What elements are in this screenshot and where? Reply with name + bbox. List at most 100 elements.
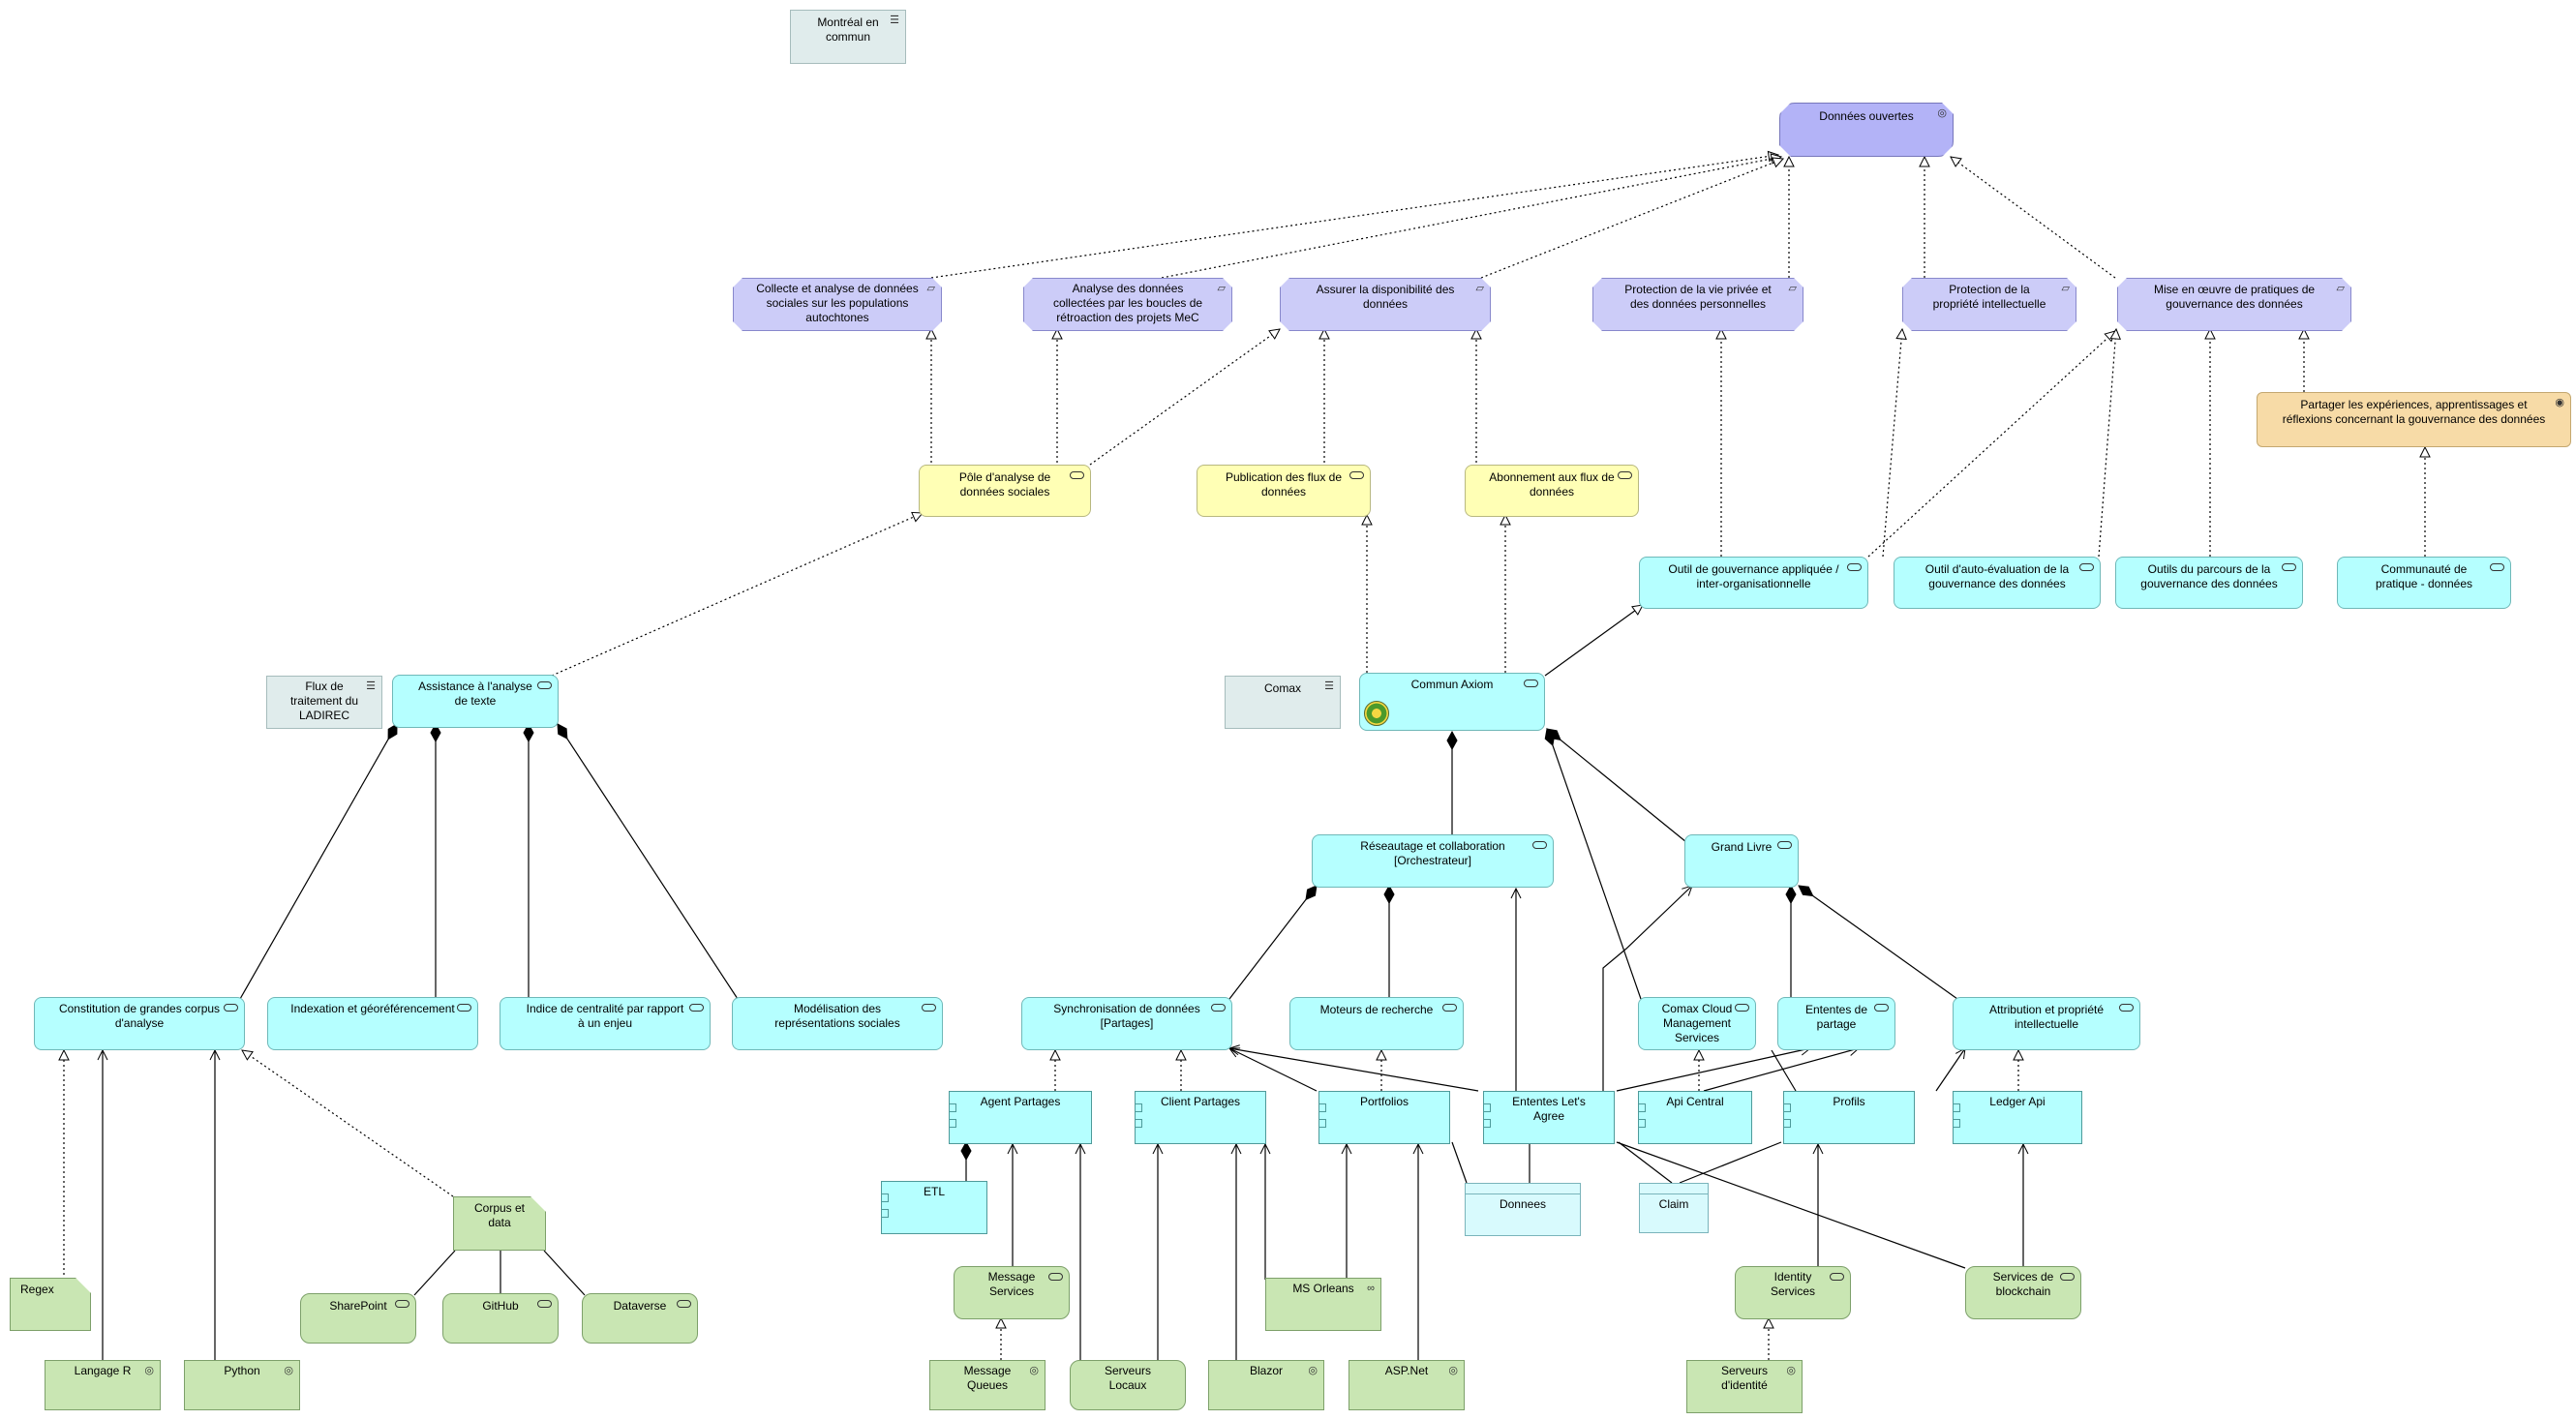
requirement-disponibilite[interactable]: Assurer la disponibilité des données ▱ bbox=[1280, 278, 1491, 331]
ms-orleans-label: MS Orleans bbox=[1292, 1282, 1354, 1295]
dataverse-label: Dataverse bbox=[613, 1299, 667, 1313]
course-of-action-partager[interactable]: Partager les expériences, apprentissages… bbox=[2257, 392, 2571, 447]
service-reseautage[interactable]: Réseautage et collaboration [Orchestrate… bbox=[1312, 834, 1554, 888]
component-client-partages[interactable]: Client Partages bbox=[1135, 1091, 1266, 1144]
requirement-analyse[interactable]: Analyse des données collectées par les b… bbox=[1023, 278, 1232, 331]
service-constitution-corpus[interactable]: Constitution de grandes corpus d'analyse bbox=[34, 997, 245, 1050]
api-central-label: Api Central bbox=[1666, 1095, 1724, 1108]
grouping-montreal-en-commun[interactable]: Montréal en commun ☰ bbox=[790, 10, 906, 64]
portfolios-label: Portfolios bbox=[1359, 1095, 1409, 1108]
service-modelisation[interactable]: Modélisation des représentations sociale… bbox=[732, 997, 943, 1050]
system-software-langage-r[interactable]: Langage R ◎ bbox=[45, 1360, 161, 1410]
requirement-vie-privee[interactable]: Protection de la vie privée et des donné… bbox=[1592, 278, 1803, 331]
indexation-label: Indexation et géoréférencement bbox=[290, 1002, 455, 1015]
realization-line bbox=[1544, 605, 1643, 677]
component-icon bbox=[950, 1119, 956, 1128]
requirement-propriete[interactable]: Protection de la propriété intellectuell… bbox=[1902, 278, 2076, 331]
ledger-api-label: Ledger Api bbox=[1989, 1095, 2046, 1108]
system-software-blazor[interactable]: Blazor ◎ bbox=[1208, 1360, 1324, 1410]
service-icon bbox=[1070, 471, 1084, 479]
system-software-message-queues[interactable]: Message Queues ◎ bbox=[929, 1360, 1046, 1410]
association-line bbox=[1451, 1141, 1468, 1184]
service-indexation[interactable]: Indexation et géoréférencement bbox=[267, 997, 478, 1050]
realization-line bbox=[1161, 157, 1781, 279]
component-etl[interactable]: ETL bbox=[881, 1181, 987, 1234]
tech-service-serveurs-locaux[interactable]: Serveurs Locaux bbox=[1070, 1360, 1186, 1410]
service-assistance-texte[interactable]: Assistance à l'analyse de texte bbox=[392, 675, 559, 728]
collaboration-ms-orleans[interactable]: MS Orleans ∞ bbox=[1265, 1278, 1381, 1331]
message-services-label: Message Services bbox=[987, 1270, 1036, 1298]
service-abonnement[interactable]: Abonnement aux flux de données bbox=[1465, 465, 1639, 517]
serving-line bbox=[1602, 886, 1692, 1091]
component-api-central[interactable]: Api Central bbox=[1638, 1091, 1752, 1144]
service-attribution[interactable]: Attribution et propriété intellectuelle bbox=[1953, 997, 2140, 1050]
system-software-icon: ◎ bbox=[1029, 1365, 1039, 1376]
langage-r-label: Langage R bbox=[74, 1364, 132, 1377]
component-icon bbox=[1954, 1103, 1960, 1112]
tech-service-message-services[interactable]: Message Services bbox=[954, 1266, 1070, 1319]
system-software-python[interactable]: Python ◎ bbox=[184, 1360, 300, 1410]
service-outil-gouvernance[interactable]: Outil de gouvernance appliquée / inter-o… bbox=[1639, 557, 1868, 609]
service-commun-axiom[interactable]: Commun Axiom bbox=[1359, 673, 1545, 731]
serving-line bbox=[1616, 1048, 1810, 1092]
system-software-aspnet[interactable]: ASP.Net ◎ bbox=[1349, 1360, 1465, 1410]
flux-ladirec-label: Flux de traitement du LADIREC bbox=[289, 680, 359, 722]
req-collecte-label: Collecte et analyse de données sociales … bbox=[756, 282, 919, 324]
tech-service-github[interactable]: GitHub bbox=[442, 1293, 559, 1344]
req-vie-privee-label: Protection de la vie privée et des donné… bbox=[1624, 283, 1772, 311]
service-icon bbox=[1874, 1004, 1889, 1012]
requirement-collecte[interactable]: Collecte et analyse de données sociales … bbox=[733, 278, 942, 331]
component-icon bbox=[1136, 1103, 1142, 1112]
component-portfolios[interactable]: Portfolios bbox=[1318, 1091, 1450, 1144]
service-synchronisation[interactable]: Synchronisation de données [Partages] bbox=[1021, 997, 1232, 1050]
tech-service-icon bbox=[1830, 1273, 1844, 1281]
requirement-icon: ▱ bbox=[1217, 283, 1226, 294]
service-moteurs-recherche[interactable]: Moteurs de recherche bbox=[1289, 997, 1464, 1050]
tech-service-dataverse[interactable]: Dataverse bbox=[582, 1293, 698, 1344]
component-ententes-lets-agree[interactable]: Ententes Let's Agree bbox=[1483, 1091, 1615, 1144]
component-agent-partages[interactable]: Agent Partages bbox=[949, 1091, 1092, 1144]
component-icon bbox=[1784, 1119, 1791, 1128]
claim-label: Claim bbox=[1658, 1197, 1689, 1211]
donnees-label: Donnees bbox=[1499, 1197, 1547, 1211]
data-object-donnees[interactable]: Donnees bbox=[1465, 1183, 1581, 1236]
service-ententes-partage[interactable]: Ententes de partage bbox=[1777, 997, 1895, 1050]
synchronisation-label: Synchronisation de données [Partages] bbox=[1053, 1002, 1200, 1030]
service-icon bbox=[537, 681, 552, 689]
montreal-label: Montréal en commun bbox=[817, 15, 879, 44]
serveurs-identite-label: Serveurs d'identité bbox=[1720, 1364, 1769, 1392]
grouping-flux-ladirec[interactable]: Flux de traitement du LADIREC ☰ bbox=[266, 676, 382, 729]
service-comax-cloud[interactable]: Comax Cloud Management Services bbox=[1638, 997, 1756, 1050]
service-communaute[interactable]: Communauté de pratique - données bbox=[2337, 557, 2511, 609]
service-outil-auto-evaluation[interactable]: Outil d'auto-évaluation de la gouvernanc… bbox=[1894, 557, 2101, 609]
association-line bbox=[1616, 1141, 1966, 1269]
service-grand-livre[interactable]: Grand Livre bbox=[1684, 834, 1799, 888]
system-software-serveurs-identite[interactable]: Serveurs d'identité ◎ bbox=[1686, 1360, 1803, 1413]
component-icon bbox=[1136, 1119, 1142, 1128]
tech-service-sharepoint[interactable]: SharePoint bbox=[300, 1293, 416, 1344]
service-outils-parcours[interactable]: Outils du parcours de la gouvernance des… bbox=[2115, 557, 2303, 609]
service-indice-centralite[interactable]: Indice de centralité par rapport à un en… bbox=[500, 997, 711, 1050]
component-icon bbox=[1784, 1103, 1791, 1112]
requirement-gouvernance[interactable]: Mise en œuvre de pratiques de gouvernanc… bbox=[2117, 278, 2351, 331]
system-software-icon: ◎ bbox=[1308, 1365, 1318, 1376]
grouping-comax[interactable]: Comax ☰ bbox=[1225, 676, 1341, 729]
goal-donnees-ouvertes[interactable]: Données ouvertes ◎ bbox=[1779, 103, 1954, 157]
component-ledger-api[interactable]: Ledger Api bbox=[1953, 1091, 2082, 1144]
association-line bbox=[1771, 1049, 1797, 1092]
data-object-claim[interactable]: Claim bbox=[1639, 1183, 1709, 1233]
artifact-regex[interactable]: Regex bbox=[10, 1278, 91, 1331]
service-pole-analyse[interactable]: Pôle d'analyse de données sociales bbox=[919, 465, 1091, 517]
service-publication[interactable]: Publication des flux de données bbox=[1197, 465, 1371, 517]
tech-service-identity-services[interactable]: Identity Services bbox=[1735, 1266, 1851, 1319]
tech-service-services-blockchain[interactable]: Services de blockchain bbox=[1965, 1266, 2081, 1319]
donnees-ouvertes-label: Données ouvertes bbox=[1819, 109, 1914, 123]
services-blockchain-label: Services de blockchain bbox=[1992, 1270, 2054, 1298]
blazor-label: Blazor bbox=[1249, 1364, 1283, 1377]
artifact-corpus-data[interactable]: Corpus et data bbox=[453, 1196, 546, 1251]
serving-line bbox=[1703, 1048, 1859, 1092]
req-gouvernance-label: Mise en œuvre de pratiques de gouvernanc… bbox=[2153, 283, 2316, 311]
ententes-lets-label: Ententes Let's Agree bbox=[1512, 1095, 1586, 1123]
service-icon bbox=[1211, 1004, 1226, 1012]
component-profils[interactable]: Profils bbox=[1783, 1091, 1915, 1144]
